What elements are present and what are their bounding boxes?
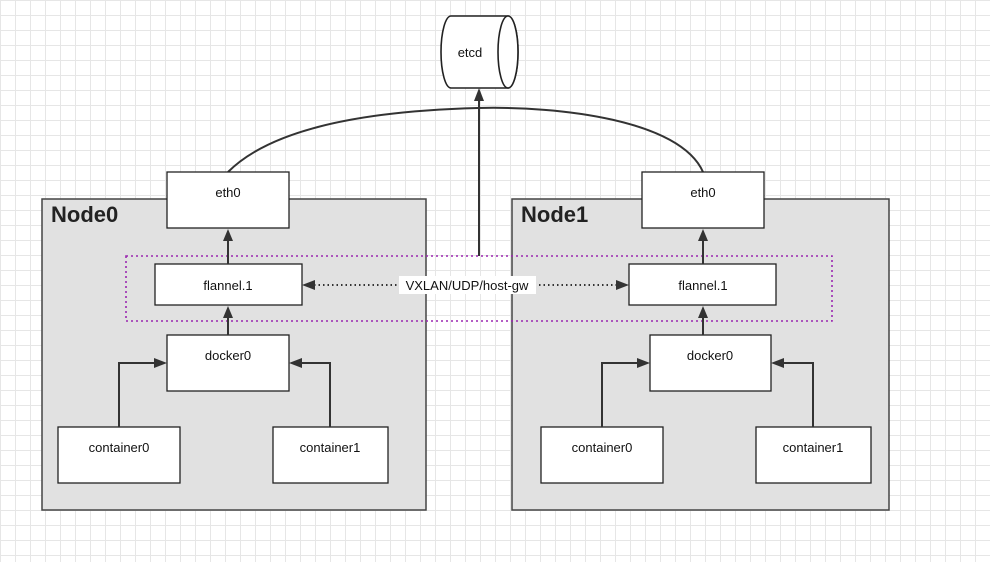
etcd-label: etcd: [458, 45, 483, 60]
node0-container1-box: [272, 426, 389, 484]
node1-eth0-label: eth0: [690, 185, 715, 200]
node1-eth0-box: [641, 171, 765, 229]
node0-container0-box: [57, 426, 181, 484]
node1-flannel-label: flannel.1: [678, 278, 727, 293]
node1-container1-to-docker-line: [782, 362, 814, 427]
node0-title: Node0: [51, 202, 118, 227]
tunnel-label-background: [399, 276, 536, 294]
node0-container0-to-docker-line: [118, 362, 156, 427]
node0-docker-label: docker0: [205, 348, 251, 363]
node0-container1-label: container1: [300, 440, 361, 455]
node1-container1-to-docker-arrowhead: [771, 358, 784, 368]
node1-docker-box: [649, 334, 772, 392]
flannel-tunnel-left-arrowhead: [302, 280, 315, 290]
node1-docker-to-flannel-arrowhead: [698, 306, 708, 318]
node1-title: Node1: [521, 202, 588, 227]
etcd-link-arrowhead: [474, 88, 484, 101]
node0-container0-label: container0: [89, 440, 150, 455]
node1-flannel-to-eth0-arrowhead: [698, 229, 708, 241]
node0-container1-to-docker-line: [300, 362, 331, 427]
etcd-database: etcd: [440, 15, 519, 89]
node0-docker-to-flannel-arrowhead: [223, 306, 233, 318]
node1-container1-box: [755, 426, 872, 484]
node0-flannel-label: flannel.1: [203, 278, 252, 293]
node0-container1-to-docker-arrowhead: [289, 358, 302, 368]
node1-container0-to-docker-arrowhead: [637, 358, 650, 368]
node1-docker-label: docker0: [687, 348, 733, 363]
node0-eth0-label: eth0: [215, 185, 240, 200]
flannel-tunnel-right-arrowhead: [616, 280, 629, 290]
node1-container0-label: container0: [572, 440, 633, 455]
node0-container0-to-docker-arrowhead: [154, 358, 167, 368]
node0-flannel-to-eth0-arrowhead: [223, 229, 233, 241]
eth-link-curve: [227, 106, 704, 173]
node1-container1-label: container1: [783, 440, 844, 455]
node0-docker-box: [166, 334, 290, 392]
node1-container0-to-docker-line: [601, 362, 639, 427]
tunnel-label: VXLAN/UDP/host-gw: [406, 278, 529, 293]
node1-flannel-box: [628, 263, 777, 306]
node1-container0-box: [540, 426, 664, 484]
node0-eth0-box: [166, 171, 290, 229]
